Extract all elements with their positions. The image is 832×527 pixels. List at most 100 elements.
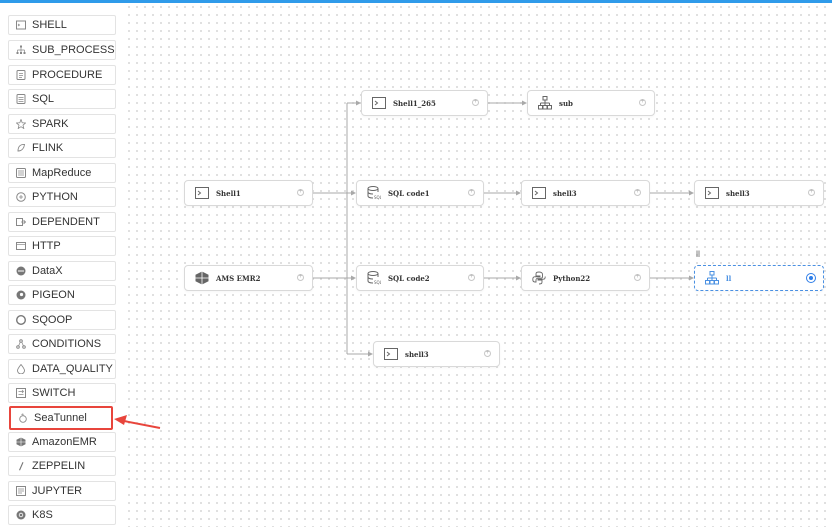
sidebar-item-switch[interactable]: SWITCH (8, 383, 116, 403)
sidebar-item-label: CONDITIONS (32, 338, 102, 350)
sidebar-item-spark[interactable]: SPARK (8, 114, 116, 134)
workflow-node-shell1[interactable]: Shell1 + (184, 180, 313, 206)
sidebar-item-procedure[interactable]: PROCEDURE (8, 65, 116, 85)
node-add-port[interactable]: + (634, 274, 641, 281)
sidebar-item-label: PROCEDURE (32, 69, 103, 81)
shell-icon (383, 346, 399, 362)
sidebar-item-conditions[interactable]: CONDITIONS (8, 334, 116, 354)
node-label: Python22 (553, 273, 591, 283)
workflow-node-ll[interactable]: ll (694, 265, 824, 291)
sidebar-item-python[interactable]: PYTHON (8, 187, 116, 207)
flink-icon (16, 143, 26, 153)
sidebar-item-sql[interactable]: SQL (8, 89, 116, 109)
sidebar-item-label: PIGEON (32, 289, 75, 301)
dependent-icon (16, 217, 26, 227)
sidebar-item-label: SUB_PROCESS (32, 44, 115, 56)
sub-process-icon (537, 95, 553, 111)
node-add-port[interactable]: + (472, 99, 479, 106)
sidebar-item-label: K8S (32, 509, 53, 521)
shell-icon (704, 185, 720, 201)
workflow-node-python22[interactable]: Python22 + (521, 265, 650, 291)
sidebar-item-label: DEPENDENT (32, 216, 100, 228)
sub-process-icon (704, 270, 720, 286)
http-icon (16, 241, 26, 251)
selected-node-caption: ll (696, 249, 700, 259)
sidebar-item-label: SWITCH (32, 387, 76, 399)
node-add-port[interactable]: + (297, 189, 304, 196)
sidebar-item-label: MapReduce (32, 167, 92, 179)
node-add-port[interactable]: + (468, 274, 475, 281)
sidebar-item-datax[interactable]: DataX (8, 261, 116, 281)
workflow-node-shell3[interactable]: shell3 + (694, 180, 824, 206)
sidebar-item-label: PYTHON (32, 191, 78, 203)
sidebar-item-label: SHELL (32, 19, 67, 31)
sub-process-icon (16, 45, 26, 55)
sidebar-item-label: JUPYTER (32, 485, 83, 497)
sidebar-item-k8s[interactable]: K8S (8, 505, 116, 525)
pigeon-icon (16, 290, 26, 300)
sidebar-item-label: FLINK (32, 142, 64, 154)
sidebar-item-flink[interactable]: FLINK (8, 138, 116, 158)
sidebar-item-dependent[interactable]: DEPENDENT (8, 212, 116, 232)
procedure-icon (16, 70, 26, 80)
top-accent-bar (0, 0, 832, 3)
workflow-node-ams-emr2[interactable]: AMS EMR2 + (184, 265, 313, 291)
node-add-port[interactable]: + (297, 274, 304, 281)
sqoop-icon (16, 315, 26, 325)
sidebar-item-http[interactable]: HTTP (8, 236, 116, 256)
node-label: shell3 (726, 188, 750, 198)
node-connect-port[interactable] (806, 273, 816, 283)
workflow-node-shell3[interactable]: shell3 + (373, 341, 500, 367)
workflow-canvas[interactable]: Shell1 + AMS EMR2 + Shell1_265 + sub + S… (125, 3, 832, 527)
switch-icon (16, 388, 26, 398)
data-quality-icon (16, 364, 26, 374)
sidebar-item-data-quality[interactable]: DATA_QUALITY (8, 359, 116, 379)
sidebar-item-sub-process[interactable]: SUB_PROCESS (8, 40, 116, 60)
node-label: shell3 (405, 349, 429, 359)
workflow-node-sql-code2[interactable]: SQL SQL code2 + (356, 265, 484, 291)
shell-icon (531, 185, 547, 201)
node-add-port[interactable]: + (634, 189, 641, 196)
shell-icon (371, 95, 387, 111)
svg-text:SQL: SQL (374, 195, 381, 200)
task-type-sidebar: SHELL SUB_PROCESS PROCEDURE SQL SPARK FL… (0, 3, 125, 527)
svg-text:SQL: SQL (374, 280, 381, 285)
node-add-port[interactable]: + (468, 189, 475, 196)
conditions-icon (16, 339, 26, 349)
sidebar-item-label: HTTP (32, 240, 61, 252)
amazon-emr-icon (194, 270, 210, 286)
sidebar-item-label: ZEPPELIN (32, 460, 86, 472)
spark-icon (16, 119, 26, 129)
workflow-node-shell3[interactable]: shell3 + (521, 180, 650, 206)
sidebar-item-sqoop[interactable]: SQOOP (8, 310, 116, 330)
sidebar-item-label: DATA_QUALITY (32, 363, 113, 375)
sidebar-item-zeppelin[interactable]: ZEPPELIN (8, 456, 116, 476)
node-label: SQL code1 (388, 188, 430, 198)
sidebar-item-mapreduce[interactable]: MapReduce (8, 163, 116, 183)
node-label: AMS EMR2 (216, 273, 261, 283)
seatunnel-icon (18, 413, 28, 423)
node-label: Shell1_265 (393, 98, 436, 108)
sidebar-item-label: SQL (32, 93, 55, 105)
sidebar-item-shell[interactable]: SHELL (8, 15, 116, 35)
sidebar-item-label: SeaTunnel (34, 412, 87, 424)
datax-icon (16, 266, 26, 276)
workflow-node-sub[interactable]: sub + (527, 90, 655, 116)
sidebar-item-seatunnel[interactable]: SeaTunnel (9, 406, 113, 430)
sql-icon: SQL (366, 185, 382, 201)
node-add-port[interactable]: + (639, 99, 646, 106)
workflow-edges (313, 100, 694, 357)
node-add-port[interactable]: + (484, 350, 491, 357)
sidebar-item-label: SPARK (32, 118, 69, 130)
sidebar-item-jupyter[interactable]: JUPYTER (8, 481, 116, 501)
sql-icon: SQL (366, 270, 382, 286)
sidebar-item-amazon-emr[interactable]: AmazonEMR (8, 432, 116, 452)
workflow-node-shell1-265[interactable]: Shell1_265 + (361, 90, 488, 116)
sidebar-item-pigeon[interactable]: PIGEON (8, 285, 116, 305)
workflow-node-sql-code1[interactable]: SQL SQL code1 + (356, 180, 484, 206)
node-label: sub (559, 98, 573, 108)
amazon-emr-icon (16, 437, 26, 447)
sidebar-item-label: DataX (32, 265, 63, 277)
shell-icon (16, 20, 26, 30)
node-add-port[interactable]: + (808, 189, 815, 196)
